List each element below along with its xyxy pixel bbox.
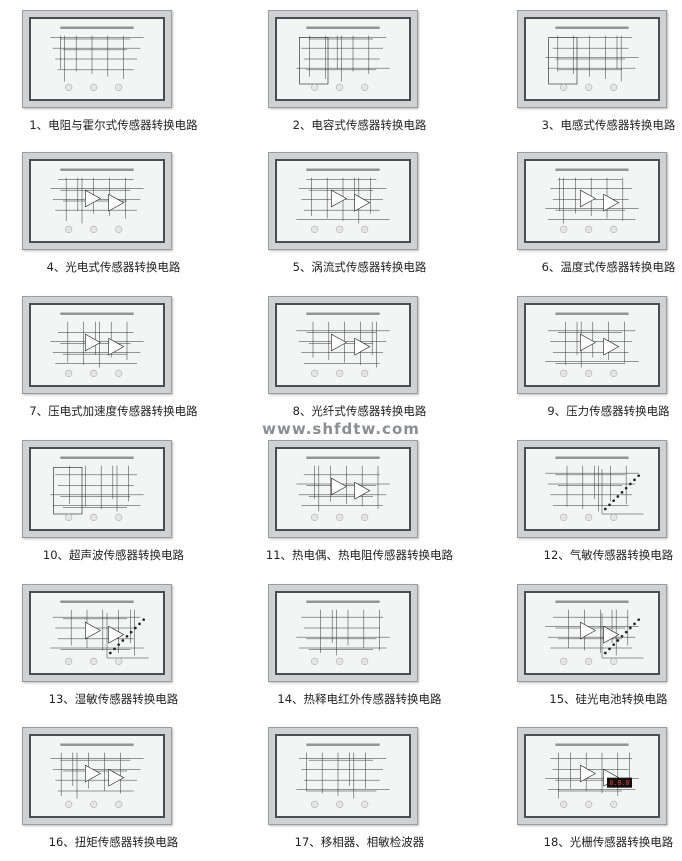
circuit-diagram	[50, 312, 144, 377]
circuit-board-image	[22, 584, 172, 682]
board-caption: 16、扭矩传感器转换电路	[48, 835, 179, 849]
board-caption: 9、压力传感器转换电路	[547, 404, 670, 418]
circuit-diagram	[545, 168, 639, 233]
circuit-board-image	[22, 440, 172, 538]
board-item: 7、压电式加速度传感器转换电路	[0, 286, 227, 430]
circuit-diagram	[50, 743, 144, 808]
circuit-board-image	[22, 10, 172, 108]
board-caption: 14、热释电红外传感器转换电路	[277, 692, 442, 706]
board-caption: 3、电感式传感器转换电路	[541, 118, 676, 132]
board-caption: 6、温度式传感器转换电路	[541, 260, 676, 274]
circuit-board-image	[517, 152, 667, 250]
circuit-diagram	[545, 456, 644, 521]
board-item: 13、湿敏传感器转换电路	[0, 574, 227, 718]
board-item: 17、移相器、相敏检波器	[246, 717, 473, 861]
board-item: 5、涡流式传感器转换电路	[246, 142, 473, 286]
board-caption: 4、光电式传感器转换电路	[46, 260, 181, 274]
circuit-diagram	[545, 600, 644, 665]
circuit-diagram	[296, 600, 390, 665]
board-item: 9、压力传感器转换电路	[495, 286, 682, 430]
circuit-board-image: 8.8.8	[517, 727, 667, 825]
watermark: www.shfdtw.com	[262, 420, 420, 438]
circuit-diagram	[296, 312, 390, 377]
board-item: 8.8.8 18、光栅传感器转换电路	[495, 717, 682, 861]
circuit-board-image	[268, 584, 418, 682]
circuit-board-image	[268, 10, 418, 108]
board-item: 4、光电式传感器转换电路	[0, 142, 227, 286]
circuit-diagram: 8.8.8	[545, 743, 639, 808]
circuit-board-image	[517, 584, 667, 682]
circuit-board-image	[22, 152, 172, 250]
board-caption: 15、硅光电池转换电路	[549, 692, 668, 706]
circuit-diagram	[296, 26, 390, 91]
board-caption: 18、光栅传感器转换电路	[543, 835, 674, 849]
circuit-board-image	[517, 296, 667, 394]
board-caption: 10、超声波传感器转换电路	[42, 548, 185, 562]
circuit-board-image	[268, 440, 418, 538]
circuit-board-image	[22, 727, 172, 825]
board-caption: 13、湿敏传感器转换电路	[48, 692, 179, 706]
circuit-board-image	[517, 10, 667, 108]
board-item: 14、热释电红外传感器转换电路	[246, 574, 473, 718]
board-caption: 12、气敏传感器转换电路	[543, 548, 674, 562]
board-item: 11、热电偶、热电阻传感器转换电路	[246, 430, 473, 574]
board-caption: 17、移相器、相敏检波器	[294, 835, 425, 849]
board-item: 12、气敏传感器转换电路	[495, 430, 682, 574]
board-caption: 8、光纤式传感器转换电路	[292, 404, 427, 418]
circuit-board-image	[268, 152, 418, 250]
board-item: 8、光纤式传感器转换电路	[246, 286, 473, 430]
circuit-diagram	[50, 26, 144, 91]
circuit-diagram	[50, 168, 144, 233]
board-item: 2、电容式传感器转换电路	[246, 0, 473, 144]
svg-text:8.8.8: 8.8.8	[610, 779, 630, 787]
board-item: 6、温度式传感器转换电路	[495, 142, 682, 286]
board-item: 3、电感式传感器转换电路	[495, 0, 682, 144]
circuit-diagram	[50, 456, 144, 521]
board-caption: 2、电容式传感器转换电路	[292, 118, 427, 132]
circuit-diagram	[545, 26, 639, 91]
circuit-board-image	[268, 296, 418, 394]
circuit-board-image	[22, 296, 172, 394]
circuit-diagram	[296, 743, 390, 808]
board-caption: 7、压电式加速度传感器转换电路	[29, 404, 198, 418]
circuit-board-image	[517, 440, 667, 538]
board-caption: 5、涡流式传感器转换电路	[292, 260, 427, 274]
circuit-diagram	[296, 456, 390, 521]
circuit-board-image	[268, 727, 418, 825]
board-item: 16、扭矩传感器转换电路	[0, 717, 227, 861]
board-item: 15、硅光电池转换电路	[495, 574, 682, 718]
board-caption: 11、热电偶、热电阻传感器转换电路	[265, 548, 454, 562]
circuit-diagram	[296, 168, 390, 233]
board-item: 10、超声波传感器转换电路	[0, 430, 227, 574]
circuit-diagram	[50, 600, 149, 665]
circuit-diagram	[545, 312, 639, 377]
board-item: 1、电阻与霍尔式传感器转换电路	[0, 0, 227, 144]
board-caption: 1、电阻与霍尔式传感器转换电路	[29, 118, 198, 132]
